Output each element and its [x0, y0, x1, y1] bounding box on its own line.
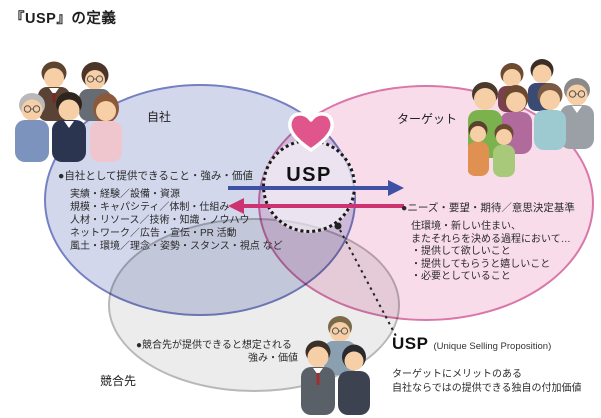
person-grandfather — [560, 78, 594, 149]
target-detail-line: ・提供して欲しいこと — [411, 246, 511, 258]
usp-definition-description: ターゲットにメリットのある 自社ならではの提供できる独自の付加価値 — [392, 368, 582, 396]
target-detail-line: またそれらを決める過程において… — [411, 233, 571, 245]
usp-definition-heading: USP (Unique Selling Proposition) — [392, 334, 551, 354]
person-young-businessman — [52, 92, 86, 162]
person-grandmother — [534, 83, 566, 150]
competitor-circle-label: 競合先 — [100, 374, 137, 388]
company-details-list: 実績・経験／設備・資源 規模・キャパシティ／体制・仕組み 人材・リソース／技術・… — [70, 188, 283, 253]
company-detail-line: 規模・キャパシティ／体制・仕組み — [70, 202, 230, 213]
target-details-list: 住環境・新しい住まい、 またそれらを決める過程において… ・提供して欲しいこと … — [411, 221, 571, 284]
target-bullet-text: ●ニーズ・要望・期待／意思決定基準 — [401, 202, 575, 214]
target-detail-line: 住環境・新しい住まい、 — [411, 221, 521, 232]
person-businesswoman-pink — [90, 93, 122, 162]
usp-definition-line: ターゲットにメリットのある — [392, 369, 522, 380]
competitor-bullet-text: ●競合先が提供できると想定される 強み・価値 — [136, 339, 304, 365]
page-title: 『USP』の定義 — [10, 11, 117, 27]
usp-definition-line: 自社ならではの提供できる独自の付加価値 — [392, 383, 582, 394]
usp-expansion: (Unique Selling Proposition) — [433, 341, 552, 352]
target-family-illustration — [468, 59, 594, 177]
person-competitor-man — [301, 340, 335, 415]
target-detail-line: ・提供してもらうと嬉しいこと — [411, 258, 551, 270]
person-competitor-woman — [338, 344, 370, 415]
company-circle-label: 自社 — [147, 110, 172, 124]
company-bullet-text: ●自社として提供できること・強み・価値 — [58, 170, 253, 182]
company-detail-line: 風土・環境／理念・姿勢・スタンス・視点 など — [70, 241, 283, 252]
usp-acronym: USP — [392, 334, 429, 353]
competitor-bullet-line1: ●競合先が提供できると想定される — [136, 340, 292, 351]
person-senior-worker — [15, 93, 49, 162]
competitor-people-illustration — [301, 316, 370, 415]
heart-icon — [288, 112, 334, 152]
company-detail-line: ネットワーク／広告・宣伝・PR 活動 — [70, 228, 237, 239]
target-circle-label: ターゲット — [397, 112, 458, 126]
person-child-boy — [493, 124, 515, 177]
company-people-illustration — [15, 61, 122, 162]
company-detail-line: 実績・経験／設備・資源 — [70, 189, 180, 200]
company-detail-line: 人材・リソース／技術・知識・ノウハウ — [70, 215, 250, 226]
competitor-bullet-line2: 強み・価値 — [248, 353, 298, 364]
target-detail-line: ・必要としていること — [411, 271, 511, 283]
usp-label: USP — [286, 164, 332, 186]
person-child-girl — [468, 121, 489, 176]
